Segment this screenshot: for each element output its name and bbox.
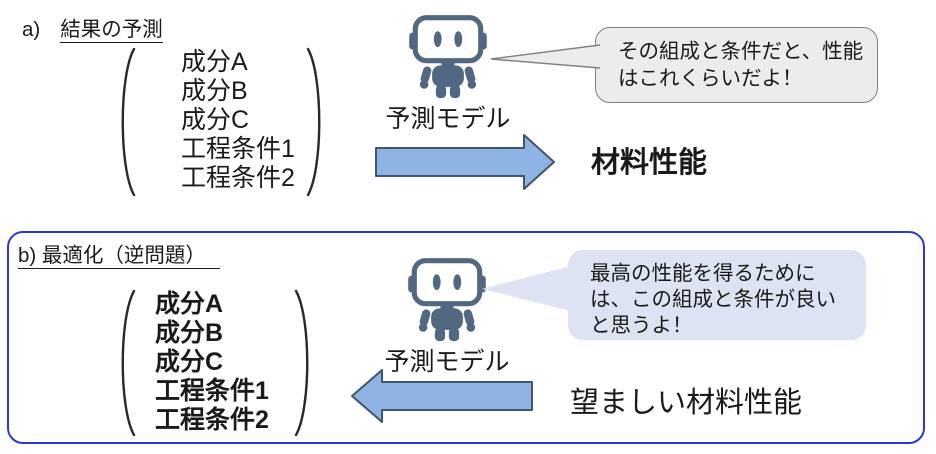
- list-item: 成分B: [155, 319, 224, 347]
- panel-a-label: a): [22, 18, 41, 41]
- output-vector-b: 成分A 成分B 成分C 工程条件1 工程条件2: [116, 288, 314, 438]
- output-label-a: 材料性能: [591, 147, 708, 179]
- bubble-b-line: と思うよ！: [590, 314, 693, 337]
- list-item: 成分C: [181, 106, 250, 134]
- robot-icon: [408, 258, 486, 342]
- bubble-b-line: は、この組成と条件が良い: [590, 288, 836, 311]
- robot-a: 予測モデル: [378, 13, 518, 135]
- panel-b-border: [7, 231, 925, 444]
- bubble-a-line: はこれくらいだよ！: [618, 67, 803, 90]
- bubble-a-line: その組成と条件だと、性能: [618, 40, 864, 63]
- list-item: 成分C: [155, 348, 224, 376]
- right-paren-icon: [306, 47, 321, 197]
- robot-icon: [409, 15, 487, 99]
- input-list-a: 成分A 成分B 成分C 工程条件1 工程条件2: [181, 48, 295, 198]
- panel-a-heading: a) 結果の予測: [22, 12, 163, 43]
- list-item: 工程条件1: [181, 135, 295, 163]
- list-item: 成分A: [155, 290, 224, 318]
- list-item: 成分A: [181, 48, 248, 76]
- list-item: 工程条件1: [155, 377, 269, 405]
- bubble-b-line: 最高の性能を得るために: [590, 262, 816, 285]
- model-label-a: 予測モデル: [385, 105, 511, 133]
- panel-b-heading: b) 最適化（逆問題）: [18, 238, 220, 269]
- backward-arrow-icon: [351, 369, 533, 423]
- input-vector-a: 成分A 成分B 成分C 工程条件1 工程条件2: [116, 46, 326, 198]
- panel-a-title: 結果の予測: [60, 18, 163, 43]
- right-paren-icon: [294, 289, 309, 437]
- speech-bubble-b: 最高の性能を得るために は、この組成と条件が良い と思うよ！: [568, 250, 866, 340]
- speech-bubble-a: その組成と条件だと、性能 はこれくらいだよ！: [595, 27, 878, 103]
- model-label-b: 予測モデル: [384, 348, 510, 376]
- left-paren-icon: [121, 289, 136, 437]
- list-item: 工程条件2: [181, 164, 295, 192]
- robot-b: 予測モデル: [377, 256, 517, 378]
- bubble-b-tail-icon: [482, 265, 575, 312]
- panel-b-title: b) 最適化（逆問題）: [18, 244, 220, 269]
- list-item: 工程条件2: [155, 406, 269, 434]
- list-item: 成分B: [181, 77, 248, 105]
- forward-arrow-icon: [375, 134, 555, 190]
- input-label-b: 望ましい材料性能: [570, 387, 803, 419]
- bubble-a-tail-icon: [490, 44, 600, 69]
- left-paren-icon: [121, 47, 136, 197]
- output-list-b: 成分A 成分B 成分C 工程条件1 工程条件2: [155, 290, 269, 438]
